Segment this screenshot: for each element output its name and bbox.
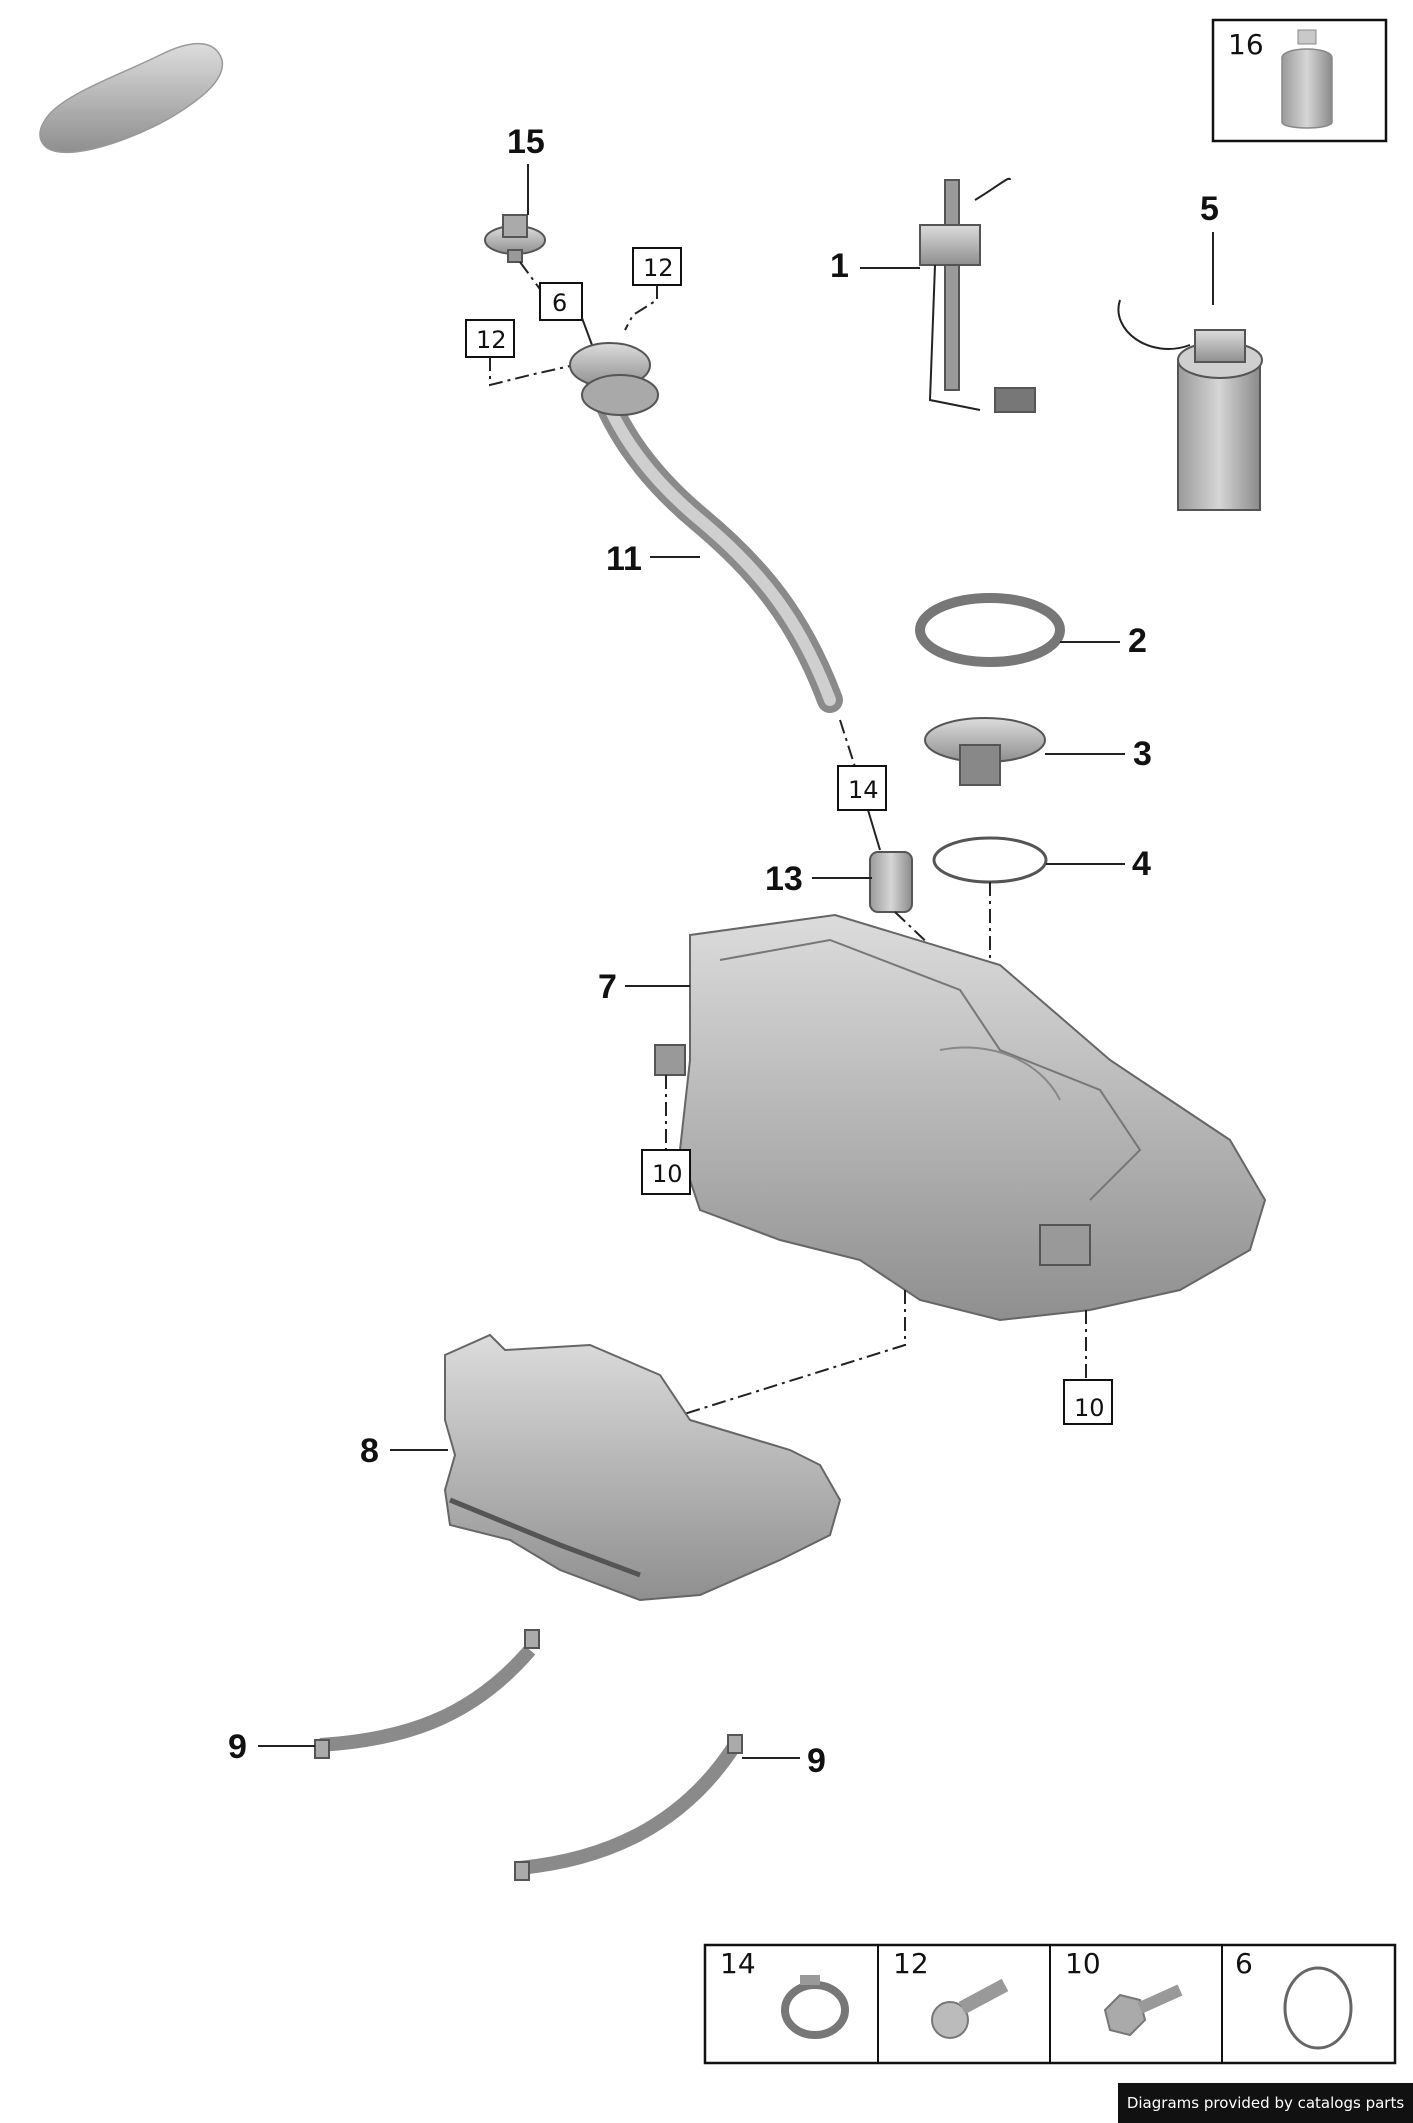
part-5-fuel-pump[interactable]: [1117, 299, 1263, 511]
callout-3: 3: [1133, 735, 1152, 773]
callout-4: 4: [1132, 845, 1151, 883]
part-8-heat-shield[interactable]: [443, 1333, 842, 1602]
callout-13: 13: [765, 860, 803, 898]
legend-cell-10[interactable]: 10: [1065, 1947, 1183, 2037]
ref-box-10-right[interactable]: 10: [1063, 1379, 1113, 1425]
hose-clamp-icon: [781, 1975, 849, 2039]
bolt-icon: [931, 1978, 1009, 2039]
svg-text:6: 6: [552, 289, 567, 317]
ref-box-6[interactable]: 6: [539, 282, 583, 321]
svg-text:10: 10: [652, 1160, 683, 1188]
hardware-legend: 14 12 10 6: [703, 1943, 1397, 2065]
fluid-bottle-icon: [1281, 29, 1333, 129]
callout-9-lower: 9: [807, 1742, 826, 1780]
callout-11: 11: [606, 540, 642, 578]
part-13-connector[interactable]: [869, 851, 913, 913]
part-9-strap-lower[interactable]: [514, 1734, 743, 1881]
callout-15: 15: [507, 123, 545, 161]
part-15-filler-cap[interactable]: [484, 214, 546, 263]
legend-cell-14[interactable]: 14: [720, 1947, 849, 2039]
callout-1: 1: [830, 247, 849, 285]
part-11-filler-neck[interactable]: [569, 342, 843, 713]
diagram-credit: Diagrams provided by catalogs parts: [1118, 2083, 1413, 2123]
ref-box-10-left[interactable]: 10: [641, 1149, 691, 1195]
hex-bolt-icon: [1103, 1984, 1183, 2037]
part-3-flange[interactable]: [924, 717, 1046, 786]
part-9-strap-upper[interactable]: [314, 1629, 540, 1759]
svg-text:12: 12: [893, 1947, 929, 1980]
ref-box-14[interactable]: 14: [837, 765, 887, 811]
svg-text:10: 10: [1074, 1394, 1105, 1422]
car-thumbnail-icon: [39, 42, 224, 154]
svg-text:14: 14: [848, 776, 879, 804]
ref-box-12-upper[interactable]: 12: [632, 247, 682, 286]
callout-5: 5: [1200, 190, 1219, 228]
svg-text:12: 12: [476, 326, 507, 354]
ref-box-12-left[interactable]: 12: [465, 319, 515, 358]
svg-text:10: 10: [1065, 1947, 1101, 1980]
callout-7: 7: [598, 968, 617, 1006]
part-16-number: 16: [1228, 28, 1264, 61]
part-2-seal-ring[interactable]: [915, 593, 1065, 667]
part-1-level-sender[interactable]: [919, 177, 1036, 413]
callout-8: 8: [360, 1432, 379, 1470]
legend-cell-6[interactable]: 6: [1235, 1947, 1353, 2050]
callout-2: 2: [1128, 622, 1147, 660]
o-ring-icon: [1283, 1966, 1353, 2050]
svg-text:12: 12: [643, 254, 674, 282]
part-4-o-ring[interactable]: [932, 836, 1048, 884]
legend-cell-12[interactable]: 12: [893, 1947, 1009, 2039]
svg-text:6: 6: [1235, 1947, 1253, 1980]
part-16-box[interactable]: 16: [1211, 18, 1388, 143]
callout-9-upper: 9: [228, 1728, 247, 1766]
part-7-fuel-tank[interactable]: [654, 913, 1267, 1322]
svg-text:14: 14: [720, 1947, 756, 1980]
